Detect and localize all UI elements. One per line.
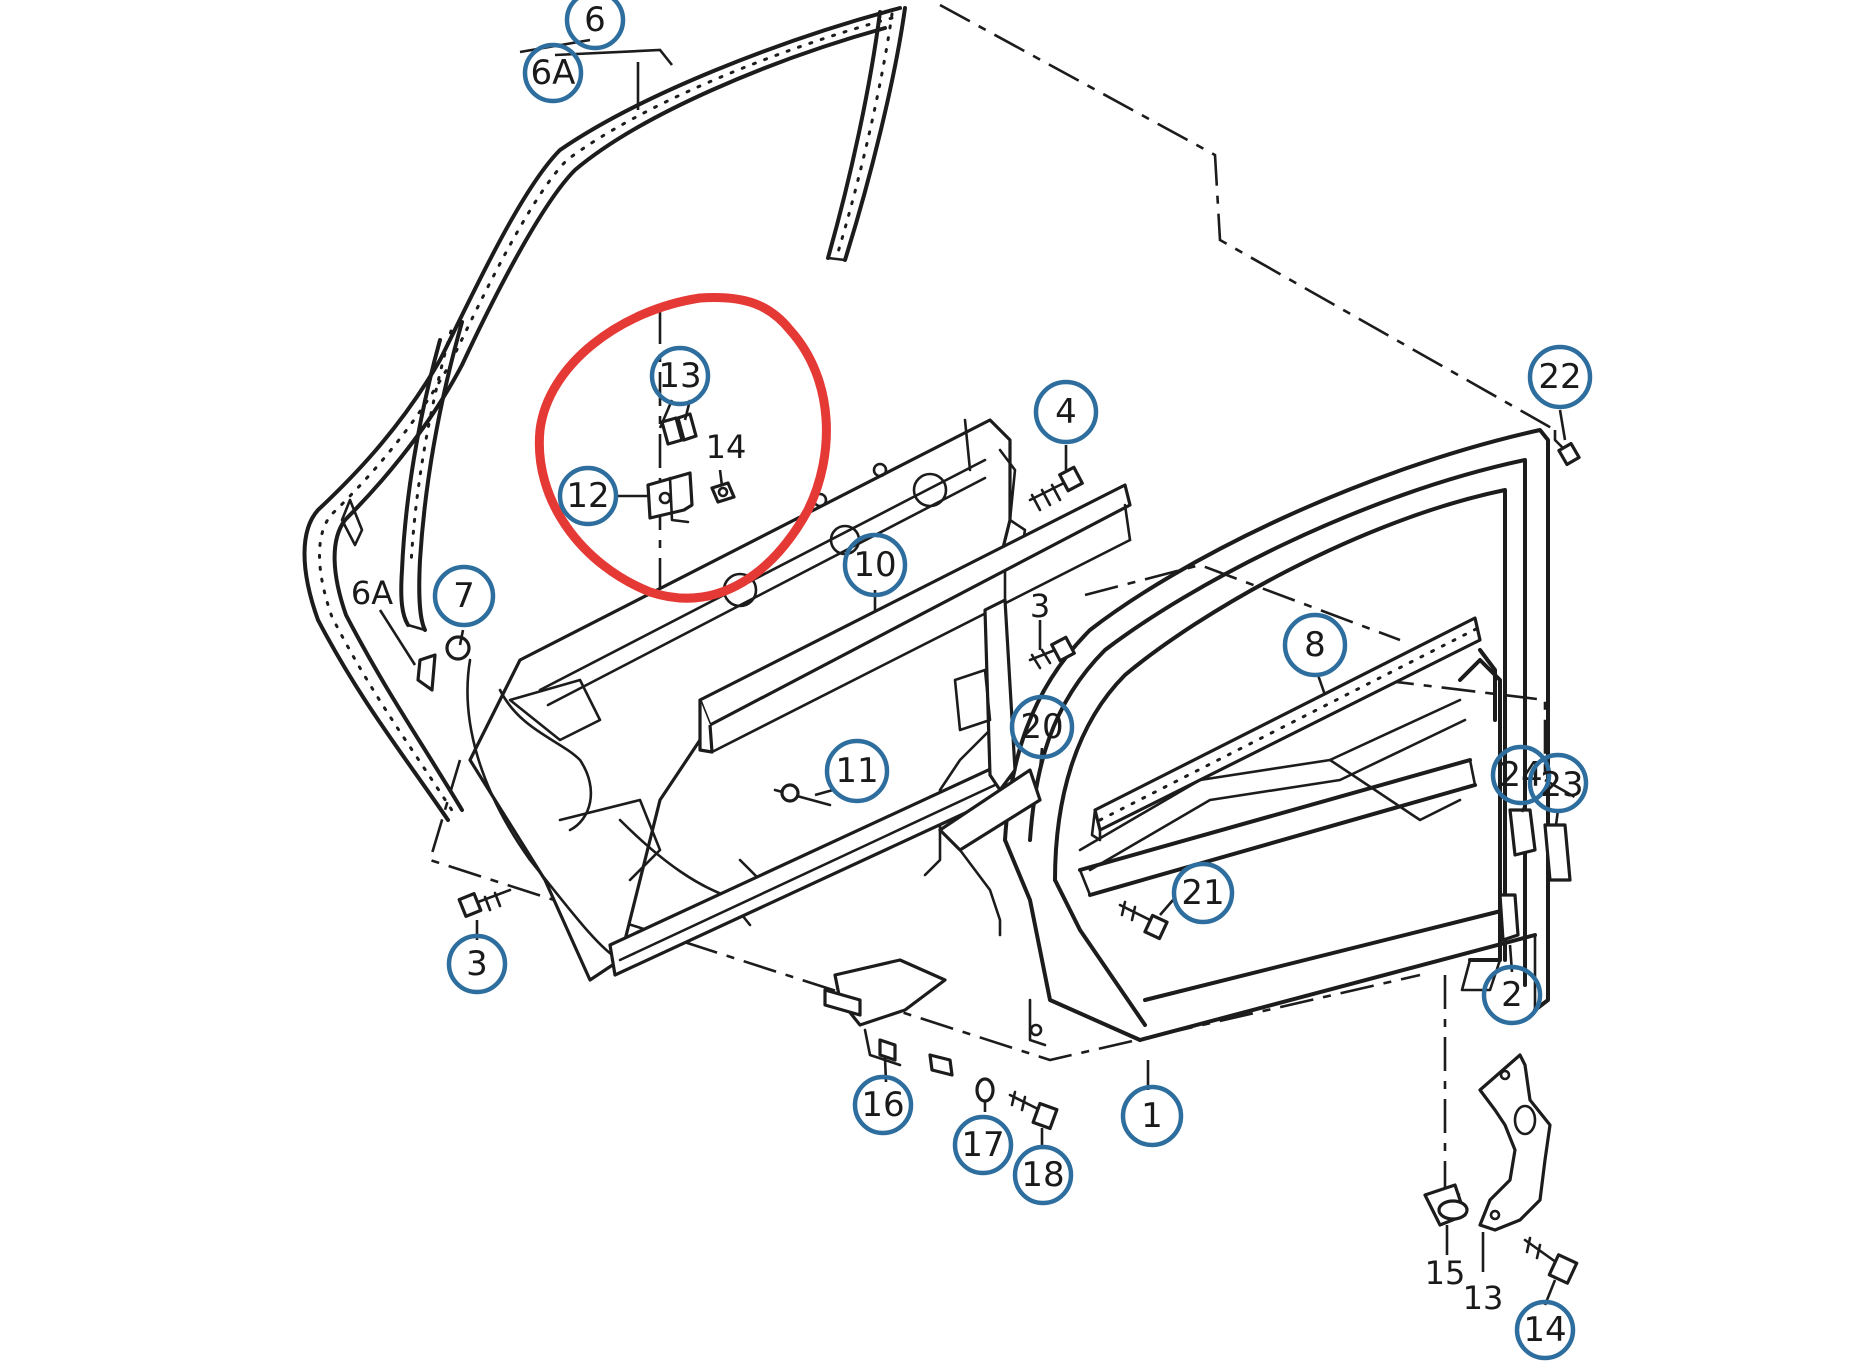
callout-1-label: 1	[1141, 1096, 1163, 1136]
callout-14-top: 14	[706, 428, 747, 466]
callout-1: 1	[1120, 1084, 1184, 1148]
callout-8: 8	[1282, 612, 1348, 678]
callout-7-label: 7	[453, 576, 475, 616]
callout-14-bottom-label: 14	[1523, 1310, 1566, 1350]
callout-23-label: 23	[1540, 765, 1583, 805]
callout-12: 12	[557, 465, 619, 527]
callout-21-label: 21	[1181, 873, 1224, 913]
callout-13-bottom: 13	[1463, 1279, 1504, 1317]
callout-22-label: 22	[1538, 357, 1581, 397]
callout-3-mid-label: 3	[1030, 587, 1050, 625]
callout-6a-left-label: 6A	[351, 574, 393, 612]
callout-2: 2	[1481, 964, 1543, 1026]
callout-14-top-label: 14	[706, 428, 747, 466]
callout-16-label: 16	[861, 1085, 904, 1125]
callout-20: 20	[1009, 694, 1075, 760]
callout-7: 7	[432, 564, 496, 628]
callout-4-label: 4	[1055, 392, 1077, 432]
callout-4: 4	[1033, 379, 1099, 445]
callout-11: 11	[824, 738, 890, 804]
callout-2-label: 2	[1501, 975, 1523, 1015]
callout-16: 16	[852, 1074, 914, 1136]
callout-13-top: 13	[649, 345, 711, 407]
callout-17: 17	[952, 1114, 1014, 1176]
callout-21: 21	[1171, 861, 1235, 925]
hinge-bracket-assembly	[823, 958, 954, 1077]
glass-channel-strip	[1090, 616, 1482, 842]
callout-24-label: 24	[1499, 755, 1542, 795]
callout-3-bottom: 3	[446, 933, 508, 995]
callout-6a-top-label: 6A	[531, 53, 576, 93]
callout-11-label: 11	[835, 751, 878, 791]
callout-23: 23	[1527, 752, 1589, 814]
callout-20-label: 20	[1020, 707, 1063, 747]
window-frame-seal	[302, 6, 907, 822]
callout-13-bottom-label: 13	[1463, 1279, 1504, 1317]
callout-17-label: 17	[961, 1125, 1004, 1165]
callout-14-bottom: 14	[1514, 1299, 1576, 1361]
window-regulator	[1078, 698, 1467, 872]
lower-trim-strip	[608, 758, 1017, 977]
callout-6a-top: 6A	[522, 42, 584, 104]
callout-8-label: 8	[1304, 625, 1326, 665]
callout-3-bottom-label: 3	[466, 944, 488, 984]
callout-3-mid: 3	[1030, 587, 1050, 625]
callout-15: 15	[1425, 1254, 1466, 1292]
callout-18: 18	[1012, 1144, 1074, 1206]
callout-6: 6	[564, 0, 626, 51]
callout-22: 22	[1527, 344, 1593, 410]
rear-guide-channel	[938, 598, 1042, 937]
callout-10: 10	[842, 532, 908, 598]
bolts-and-screws	[416, 438, 1581, 1285]
window-rail	[698, 483, 1132, 754]
callout-24: 24	[1490, 744, 1552, 806]
callout-18-label: 18	[1021, 1155, 1064, 1195]
callout-15-label: 15	[1425, 1254, 1466, 1292]
bushing-15	[1423, 1183, 1469, 1227]
callout-6-label: 6	[584, 0, 606, 40]
callout-12-label: 12	[566, 476, 609, 516]
rear-lower-bracket	[1478, 1053, 1552, 1232]
callout-6a-left: 6A	[351, 574, 393, 612]
callout-10-label: 10	[853, 545, 896, 585]
callout-13-top-label: 13	[658, 356, 701, 396]
door-stop-clips	[1498, 808, 1572, 942]
red-highlight-loop	[534, 293, 831, 603]
